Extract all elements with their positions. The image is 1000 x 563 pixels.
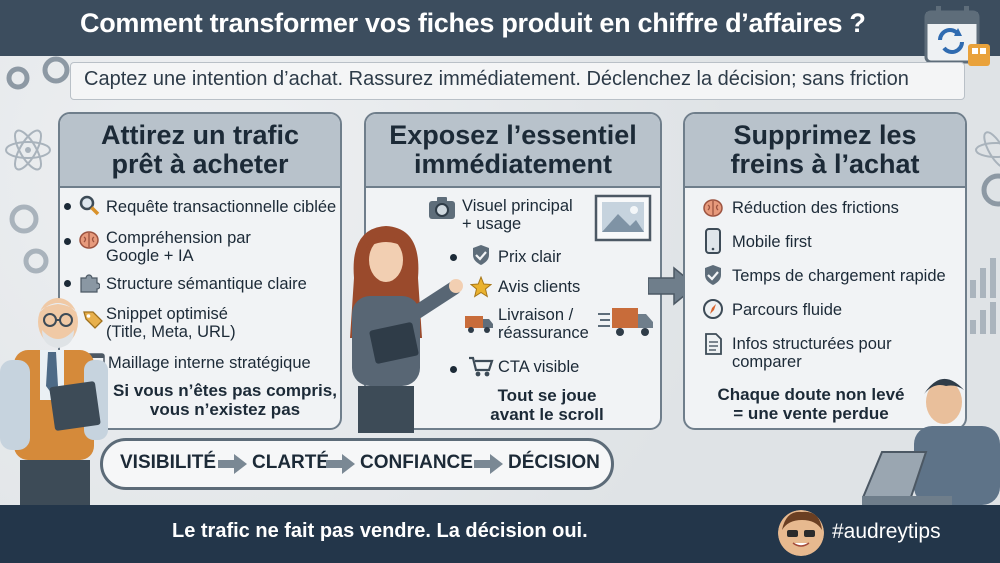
gear-decoration-icon — [9, 204, 49, 274]
panel-title: Exposez l’essentiel immédiatement — [389, 120, 637, 179]
panel-item: CTA visible — [498, 358, 580, 376]
panel-title: Attirez un trafic prêt à acheter — [100, 120, 300, 179]
panel-item: Snippet optimisé (Title, Meta, URL) — [106, 305, 236, 341]
camera-icon — [429, 197, 455, 219]
document-icon — [705, 333, 722, 355]
panel-note: Si vous n’êtes pas compris, vous n’exist… — [113, 381, 337, 419]
woman-pointing-illustration — [350, 226, 463, 433]
panel-item: Infos structurées pour comparer — [732, 335, 892, 371]
star-icon — [470, 276, 492, 298]
bullet — [450, 366, 457, 373]
panel-item: Requête transactionnelle ciblée — [106, 198, 337, 216]
arrow-right-icon — [218, 454, 247, 474]
shield-check-icon — [705, 265, 721, 285]
panel-header: Attirez un trafic prêt à acheter — [60, 114, 340, 188]
arrow-right-icon — [474, 454, 503, 474]
panel-item: Temps de chargement rapide — [732, 267, 946, 285]
arrow-right-icon — [326, 454, 355, 474]
flow-step: CONFIANCE — [360, 452, 473, 473]
subtitle-bar — [70, 62, 965, 100]
image-placeholder-icon — [594, 194, 652, 242]
panel-item: Prix clair — [498, 248, 562, 266]
gear-decoration-icon — [981, 173, 1000, 207]
avatar — [778, 510, 824, 556]
footer-hashtag[interactable]: #audreytips — [832, 520, 941, 543]
truck-icon — [465, 316, 493, 333]
delivery-truck-icon — [598, 308, 653, 336]
panel-item: Maillage interne stratégique — [108, 354, 311, 372]
panel-header: Exposez l’essentiel immédiatement — [366, 114, 660, 188]
footer-tagline: Le trafic ne fait pas vendre. La décisio… — [172, 520, 588, 542]
panel-header: Supprimez les freins à l’achat — [685, 114, 965, 188]
page-title: Comment transformer vos fiches produit e… — [80, 8, 866, 38]
bullet — [64, 238, 71, 245]
cart-icon — [469, 356, 494, 377]
panel-remove-barriers: Supprimez les freins à l’achat — [683, 112, 967, 430]
atom-decoration-icon — [5, 129, 51, 171]
flow-step: VISIBILITÉ — [120, 452, 217, 473]
bar-chart-decoration-icon — [970, 258, 996, 334]
panel-item: Compréhension par Google + IA — [106, 229, 251, 265]
panel-title: Supprimez les freins à l’achat — [730, 120, 920, 179]
tag-icon — [83, 311, 103, 329]
panel-item: Structure sémantique claire — [106, 275, 307, 293]
bullet — [450, 254, 457, 261]
panel-item: Mobile first — [732, 233, 812, 251]
panel-note: Chaque doute non levé = une vente perdue — [717, 385, 905, 423]
shield-check-icon — [473, 245, 489, 265]
flow-step: CLARTÉ — [252, 452, 330, 473]
panel-item: Livraison / réassurance — [498, 306, 589, 342]
panel-item: Parcours fluide — [732, 301, 843, 319]
footer-bar — [0, 505, 1000, 563]
compass-icon — [703, 299, 723, 319]
panel-item: Réduction des frictions — [732, 199, 899, 217]
bullet — [64, 280, 71, 287]
panel-item: Avis clients — [498, 278, 581, 296]
bullet — [64, 203, 71, 210]
flow-bar — [100, 438, 614, 490]
atom-decoration-icon — [975, 131, 1000, 169]
title-bar — [0, 0, 1000, 56]
panel-item: Visuel principal + usage — [462, 197, 573, 233]
older-man-illustration — [0, 298, 108, 505]
magnifier-icon — [79, 195, 100, 216]
page-subtitle: Captez une intention d’achat. Rassurez i… — [84, 68, 909, 90]
man-laptop-illustration — [862, 378, 1000, 505]
calendar-refresh-icon — [924, 6, 990, 66]
brain-icon — [703, 199, 723, 217]
panel-note: Tout se joue avant le scroll — [490, 386, 604, 424]
smartphone-icon — [705, 228, 721, 254]
brain-icon — [79, 231, 99, 249]
flow-step: DÉCISION — [508, 452, 600, 473]
puzzle-icon — [80, 274, 100, 293]
